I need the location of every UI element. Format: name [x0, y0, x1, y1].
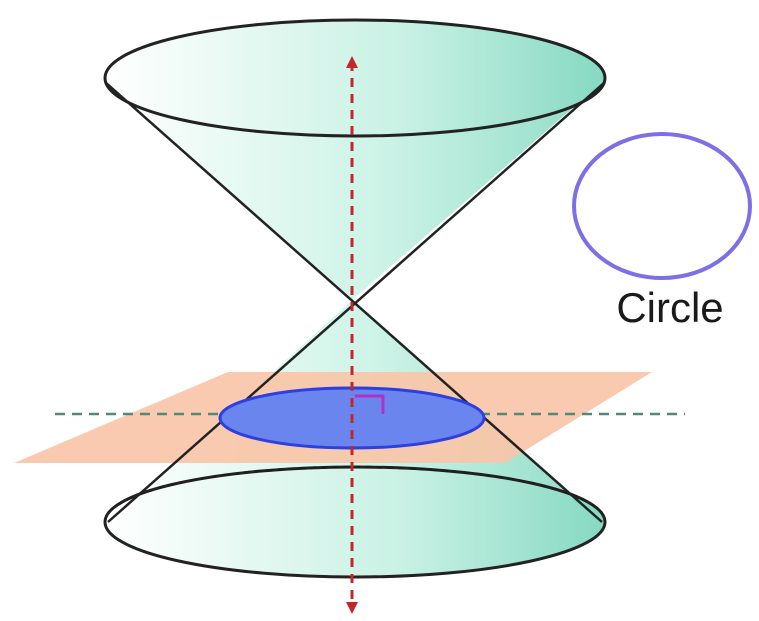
circle-example-shape	[572, 132, 752, 280]
circle-label: Circle	[616, 284, 723, 331]
upper-cone-top-ellipse	[103, 18, 607, 138]
right-angle-marker	[355, 394, 385, 414]
